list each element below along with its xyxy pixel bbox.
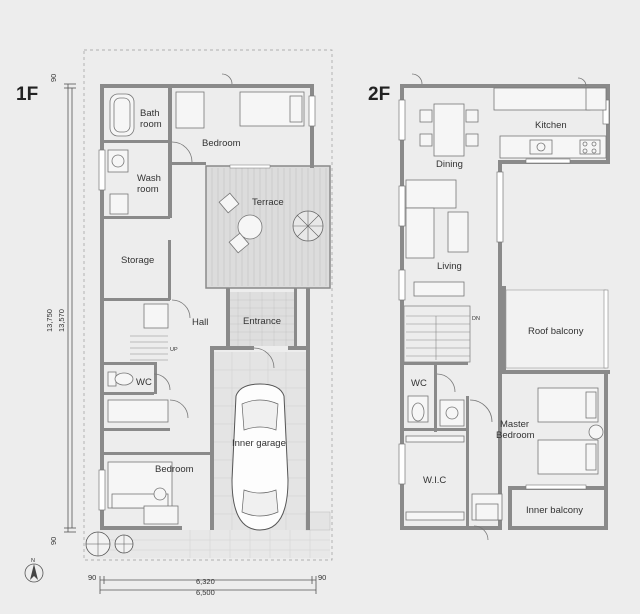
room-bedroom-bottom: Bedroom — [155, 464, 194, 475]
dimension-lines — [64, 83, 317, 594]
plan-1f — [85, 73, 331, 558]
dim-left-90: 90 — [88, 573, 96, 582]
plan-2f — [398, 73, 610, 541]
stair-dn-label: DN — [472, 316, 480, 322]
dim-top-90: 90 — [49, 74, 58, 82]
room-wc-2f: WC — [411, 378, 427, 389]
room-terrace: Terrace — [252, 197, 284, 208]
room-living: Living — [437, 261, 462, 272]
stair-up-label: UP — [170, 347, 178, 353]
room-wash-1: Wash — [137, 173, 161, 184]
site-boundary — [83, 49, 333, 561]
compass-n: N — [31, 558, 35, 564]
room-master-2: Bedroom — [496, 430, 535, 441]
room-inner-garage: Inner garage — [232, 438, 286, 449]
floor-label-1f: 1F — [16, 84, 38, 105]
dim-width-outer: 6,500 — [196, 588, 215, 597]
room-inner-balcony: Inner balcony — [526, 505, 583, 516]
room-dining: Dining — [436, 159, 463, 170]
room-entrance: Entrance — [243, 316, 281, 327]
room-storage: Storage — [121, 255, 154, 266]
room-bath-2: room — [140, 119, 162, 130]
dim-vertical-outer: 13,750 — [45, 309, 54, 332]
room-wash-2: room — [137, 184, 159, 195]
floor-label-2f: 2F — [368, 84, 390, 105]
room-hall: Hall — [192, 317, 208, 328]
room-bedroom-top: Bedroom — [202, 138, 241, 149]
dim-bottom-90: 90 — [49, 537, 58, 545]
room-kitchen: Kitchen — [535, 120, 567, 131]
room-wic: W.I.C — [423, 475, 446, 486]
north-arrow-icon — [24, 563, 44, 583]
room-bath-1: Bath — [140, 108, 160, 119]
room-roof-balcony: Roof balcony — [528, 326, 584, 337]
room-master-1: Master — [500, 419, 529, 430]
room-wc-1f: WC — [136, 377, 152, 388]
dim-vertical-inner: 13,570 — [57, 309, 66, 332]
dim-width-inner: 6,320 — [196, 577, 215, 586]
dim-right-90: 90 — [318, 573, 326, 582]
